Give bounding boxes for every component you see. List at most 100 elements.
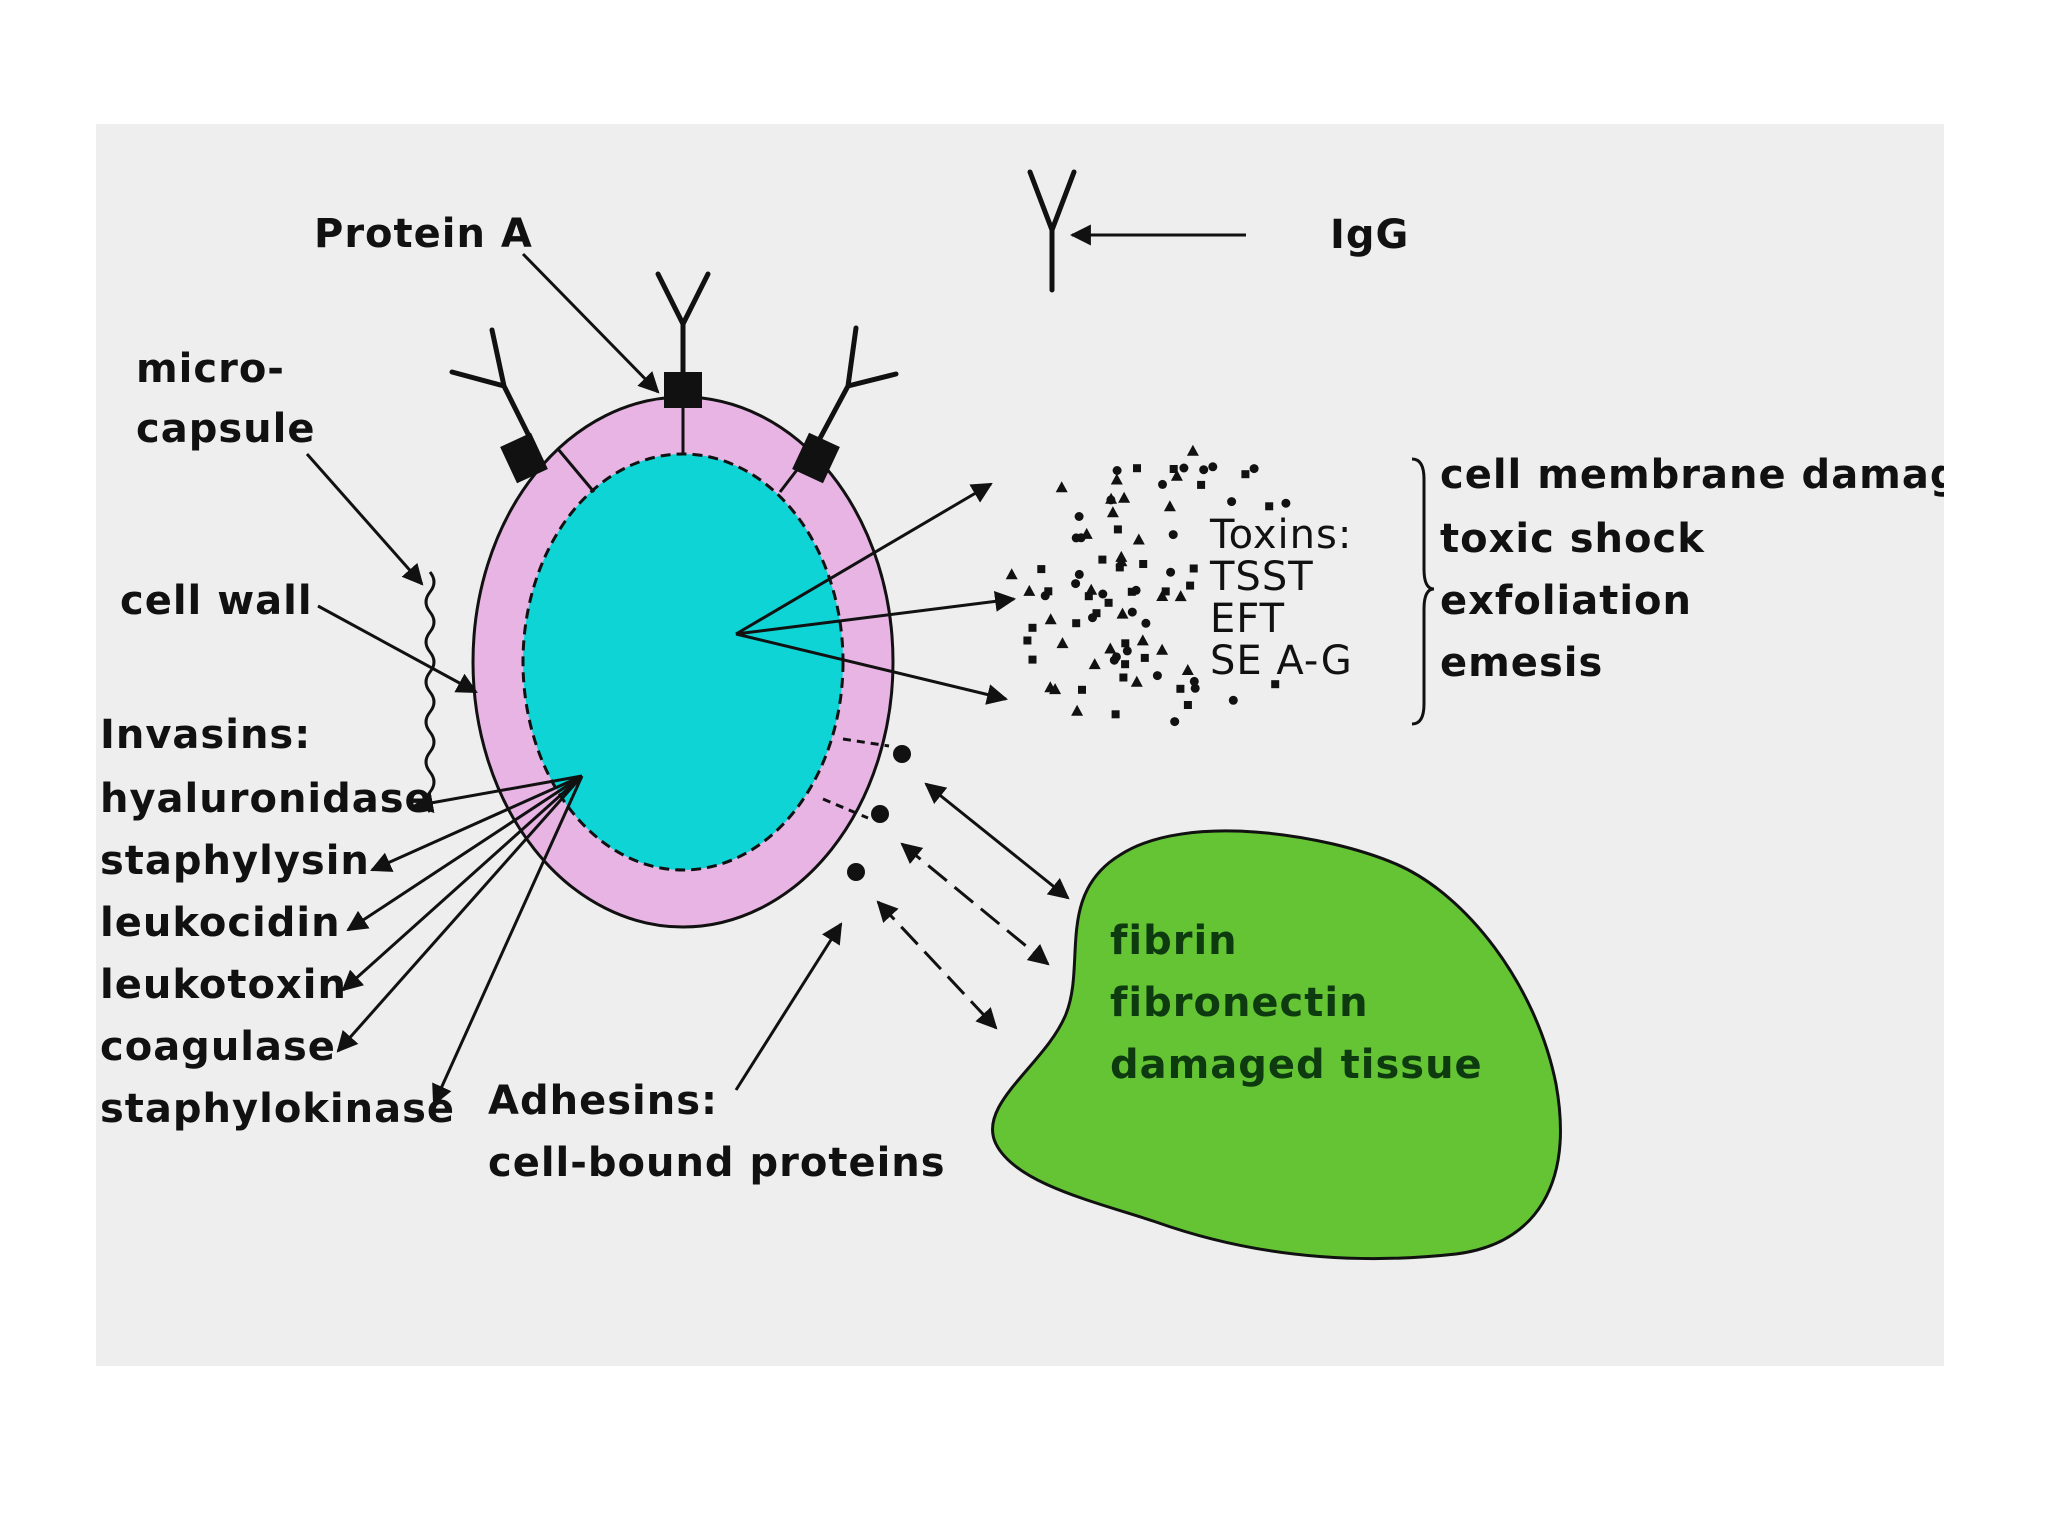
label-invasin-4: coagulase [100, 1024, 336, 1070]
toxin-particle [1023, 636, 1032, 645]
toxin-particle [1227, 497, 1237, 507]
toxin-particle [1168, 530, 1178, 540]
toxin-particle [1074, 569, 1084, 579]
toxin-particle [1116, 607, 1129, 619]
label-target-damaged-tissue: damaged tissue [1110, 1042, 1483, 1088]
toxin-particle [1183, 701, 1192, 709]
toxin-particle [1132, 533, 1145, 545]
label-invasin-2: leukocidin [100, 900, 341, 946]
label-cell-wall: cell wall [120, 578, 313, 624]
label-target-fibrin: fibrin [1110, 918, 1238, 964]
toxin-particle [1119, 673, 1128, 682]
toxin-particle [1186, 444, 1199, 456]
toxin-particle [1265, 502, 1274, 511]
toxin-particle [1112, 466, 1122, 475]
toxin-particle [1176, 684, 1185, 693]
toxin-particle [1179, 463, 1189, 473]
bacterium-cell [471, 395, 895, 929]
toxin-particle [1118, 491, 1131, 503]
effects-brace [1411, 457, 1435, 726]
toxin-particle [1023, 584, 1036, 596]
toxin-particle [1169, 465, 1178, 473]
toxin-particle [1098, 555, 1107, 564]
label-adhesins-sub: cell-bound proteins [488, 1140, 946, 1186]
label-effect-1: toxic shock [1440, 516, 1705, 562]
label-invasin-3: leukotoxin [100, 962, 347, 1008]
toxin-particle [1174, 590, 1187, 602]
label-invasin-1: staphylysin [100, 838, 370, 884]
toxin-particle [1044, 613, 1057, 625]
label-invasins-header: Invasins: [100, 712, 311, 758]
toxin-particle [1071, 579, 1081, 589]
toxin-particle [1115, 550, 1128, 562]
toxin-particle [1127, 587, 1136, 596]
label-invasin-5: staphylokinase [100, 1086, 455, 1132]
toxin-particle [1170, 469, 1183, 481]
toxin-particle [1085, 583, 1098, 595]
toxin-particle [1189, 564, 1198, 573]
damaged-tissue-blob [991, 829, 1562, 1261]
toxin-particle [1241, 470, 1250, 479]
label-toxin-se: SE A-G [1210, 638, 1353, 684]
toxin-particle [1281, 498, 1291, 508]
toxin-arrows [735, 482, 1017, 705]
label-toxin-tsst: TSST [1209, 554, 1314, 600]
toxin-particle [1271, 680, 1280, 689]
adhesin-arrows [734, 782, 1070, 1091]
toxin-particle [1197, 480, 1206, 489]
toxin-particle [1084, 592, 1093, 601]
toxin-particle [1130, 675, 1143, 687]
toxin-particle [1098, 589, 1108, 599]
label-effect-3: emesis [1440, 640, 1603, 686]
toxin-particle [1121, 639, 1130, 648]
toxin-particle [1037, 565, 1046, 574]
toxin-particle [1088, 658, 1101, 670]
toxin-particle [1127, 607, 1137, 617]
toxin-particle [1049, 683, 1062, 695]
label-micro: micro- [136, 346, 285, 392]
toxin-particle [1186, 581, 1195, 590]
toxin-particle [1056, 637, 1069, 649]
invasin-arrows [336, 774, 584, 1106]
label-target-fibronectin: fibronectin [1110, 980, 1369, 1026]
label-arrows [305, 224, 1246, 813]
toxin-particle [1115, 563, 1124, 572]
toxin-particle [1199, 465, 1209, 475]
cytoplasm [521, 452, 845, 872]
igg-antibody-icon [449, 169, 1077, 445]
toxin-particle [1111, 710, 1120, 719]
toxin-particle [1121, 660, 1130, 669]
toxin-particle [1133, 464, 1141, 473]
toxin-particle [1190, 683, 1200, 693]
toxin-particle [1161, 587, 1170, 596]
toxin-particle [1072, 619, 1081, 628]
toxin-particle [1139, 560, 1148, 568]
toxin-particle [1106, 495, 1116, 505]
toxin-particle [1140, 653, 1149, 662]
protein-a-block-icon [500, 372, 840, 484]
toxin-particle [1104, 642, 1117, 654]
label-toxins-header: Toxins: [1209, 512, 1352, 558]
toxin-particle [1189, 676, 1199, 686]
diagram-panel: Protein A IgG micro- capsule cell wall I… [96, 124, 1944, 1366]
toxin-particle [1111, 652, 1121, 662]
toxin-particle [1071, 704, 1084, 716]
toxin-particle [1152, 671, 1162, 681]
toxin-particle [1228, 695, 1238, 705]
toxin-particle [1088, 613, 1097, 623]
toxin-particle [1078, 685, 1086, 694]
label-capsule: capsule [136, 406, 315, 452]
adhesin-points [847, 745, 911, 881]
toxin-particle [1074, 512, 1084, 521]
toxin-particle [1028, 655, 1037, 664]
toxin-particle [1141, 618, 1151, 628]
toxin-particle [1156, 643, 1169, 655]
toxin-particle-icon [1005, 444, 1291, 727]
toxin-particle [1136, 634, 1149, 646]
toxin-particle [1166, 567, 1176, 577]
toxin-particle [1080, 527, 1093, 539]
toxin-particle [1104, 598, 1113, 607]
label-igg: IgG [1330, 212, 1409, 258]
toxin-particle [1028, 623, 1037, 632]
toxin-particle [1156, 590, 1169, 601]
